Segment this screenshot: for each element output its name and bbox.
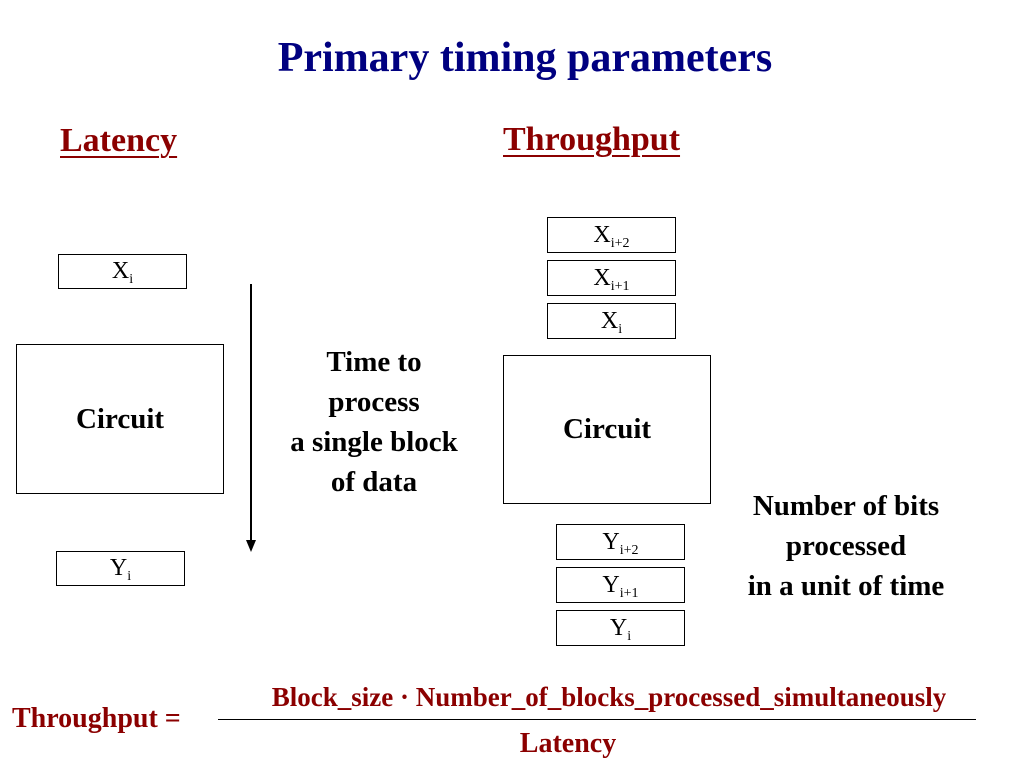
throughput-circuit-block: Circuit (503, 355, 711, 504)
latency-caption-line-1: Time to (326, 346, 422, 378)
latency-circuit-label: Circuit (75, 402, 165, 435)
formula-denominator: Latency (519, 728, 617, 759)
latency-caption-line-2: process (328, 386, 420, 418)
throughput-input-label: Xi (600, 307, 623, 337)
throughput-input-label: Xi+2 (593, 221, 630, 251)
latency-caption-line-4: of data (330, 466, 418, 498)
latency-circuit-block: Circuit (16, 344, 224, 494)
formula-numerator: Block_size · Number_of_blocks_processed_… (271, 682, 947, 712)
throughput-output-box: Yi+1 (556, 567, 685, 603)
throughput-input-box: Xi (547, 303, 676, 339)
latency-caption: Time to process a single block of data (268, 342, 480, 502)
throughput-input-box: Xi+2 (547, 217, 676, 253)
latency-heading: Latency (60, 122, 178, 159)
throughput-output-label: Yi+2 (602, 528, 639, 558)
latency-output-box: Yi (56, 551, 185, 586)
throughput-output-label: Yi (609, 614, 632, 644)
throughput-caption-line-2: processed (785, 530, 907, 562)
throughput-heading: Throughput (503, 121, 681, 158)
latency-input-box: Xi (58, 254, 187, 289)
throughput-caption-line-3: in a unit of time (747, 570, 945, 602)
throughput-output-box: Yi (556, 610, 685, 646)
fraction-bar (218, 719, 976, 720)
throughput-output-label: Yi+1 (602, 571, 639, 601)
page-title: Primary timing parameters (277, 35, 773, 81)
latency-input-label: Xi (111, 258, 134, 287)
throughput-caption: Number of bits processed in a unit of ti… (716, 486, 976, 606)
time-arrow (246, 284, 256, 552)
throughput-input-box: Xi+1 (547, 260, 676, 296)
throughput-caption-line-1: Number of bits (752, 490, 940, 522)
latency-caption-line-3: a single block (290, 426, 458, 458)
throughput-output-box: Yi+2 (556, 524, 685, 560)
formula-lhs: Throughput = (12, 703, 181, 734)
throughput-input-label: Xi+1 (593, 264, 630, 294)
latency-output-label: Yi (109, 555, 132, 584)
throughput-circuit-label: Circuit (562, 413, 652, 445)
